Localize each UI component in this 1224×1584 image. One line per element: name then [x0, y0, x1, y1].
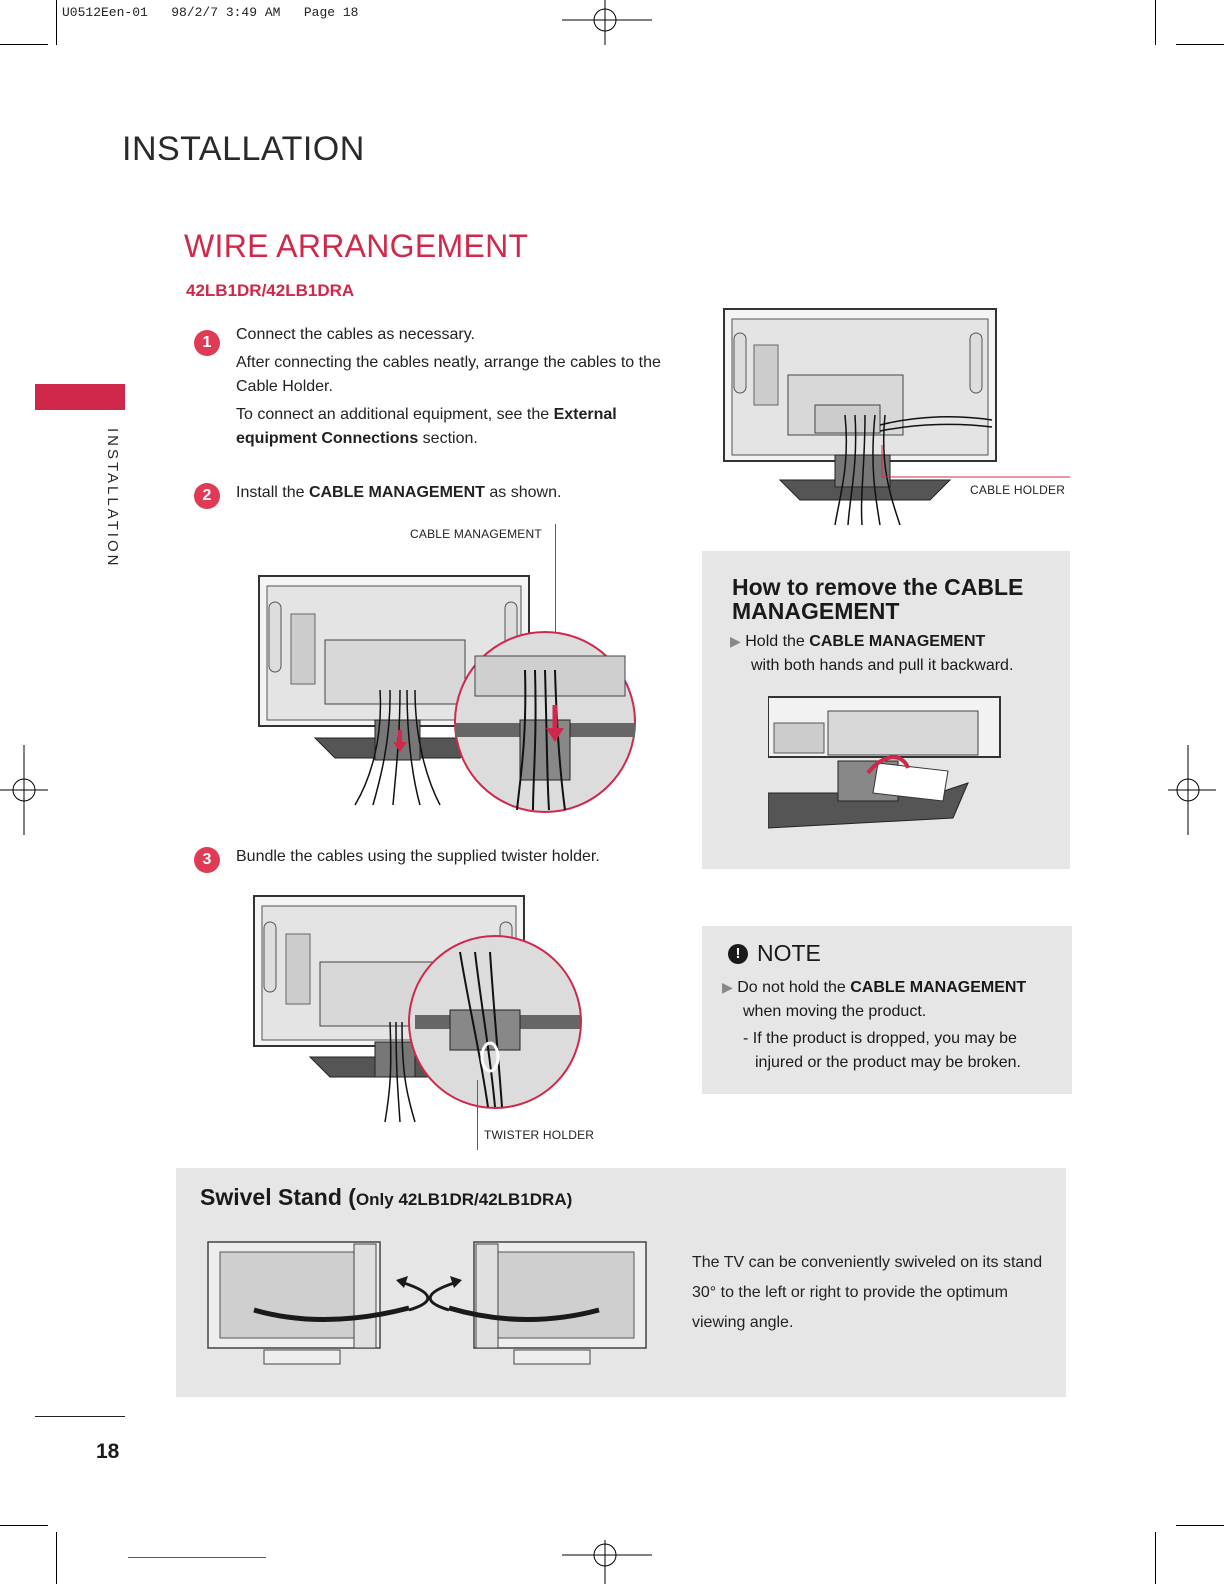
footer-rule [35, 1416, 125, 1417]
step-1-text: Connect the cables as necessary. After c… [236, 323, 686, 451]
footer-link-underline [128, 1557, 266, 1558]
step-2-text: Install the CABLE MANAGEMENT as shown. [236, 484, 562, 501]
cable-management-leader-line [555, 524, 556, 710]
note-title: NOTE [757, 940, 821, 966]
note-box: ! NOTE ▶ Do not hold the CABLE MANAGEMEN… [702, 926, 1072, 1094]
warning-icon: ! [728, 943, 748, 964]
step-1-extra: To connect an additional equipment, see … [236, 406, 617, 447]
side-tab-marker [35, 384, 125, 410]
note-text: ▶ Do not hold the CABLE MANAGEMENT when … [722, 979, 1027, 1071]
twister-holder-label: TWISTER HOLDER [484, 1128, 595, 1142]
swivel-stand-box: Swivel Stand (Only 42LB1DR/42LB1DRA) The… [176, 1168, 1066, 1397]
triangle-bullet-icon: ▶ [730, 633, 741, 649]
twister-holder-illustration [253, 895, 582, 1123]
registration-mark-bottom [562, 1540, 652, 1584]
swivel-stand-illustration [207, 1241, 647, 1365]
registration-mark-right [1168, 745, 1216, 835]
remove-cable-management-illustration [768, 696, 1001, 829]
swivel-stand-title: Swivel Stand (Only 42LB1DR/42LB1DRA) [200, 1184, 573, 1210]
page-number: 18 [96, 1440, 120, 1463]
step-2-badge: 2 [194, 483, 220, 509]
remove-box-instruction: ▶ Hold the CABLE MANAGEMENT with both ha… [730, 633, 1014, 674]
note-header: ! NOTE [728, 940, 821, 967]
step-1-line: After connecting the cables neatly, arra… [236, 354, 661, 371]
step-1-line: Connect the cables as necessary. [236, 326, 475, 343]
swivel-stand-description: The TV can be conveniently swiveled on i… [692, 1254, 1043, 1331]
cable-management-label: CABLE MANAGEMENT [410, 527, 542, 541]
section-title: INSTALLATION [122, 130, 365, 168]
remove-cable-management-box: How to remove the CABLE MANAGEMENT ▶ Hol… [702, 551, 1070, 869]
side-tab-label: INSTALLATION [104, 428, 121, 569]
model-number: 42LB1DR/42LB1DRA [186, 281, 355, 300]
twister-holder-leader-line [477, 1080, 478, 1150]
tv-back-cable-holder-illustration [723, 308, 1070, 526]
wire-arrangement-heading: WIRE ARRANGEMENT [184, 228, 529, 264]
print-header: U0512Een-01 98/2/7 3:49 AM Page 18 [62, 5, 359, 20]
triangle-bullet-icon: ▶ [722, 979, 733, 995]
registration-mark-left [0, 745, 48, 835]
step-1-line: Cable Holder. [236, 378, 333, 395]
registration-mark-top [562, 0, 652, 45]
cable-management-illustration [258, 575, 636, 813]
step-3-badge: 3 [194, 847, 220, 873]
remove-box-title: How to remove the CABLE MANAGEMENT [732, 574, 1024, 624]
step-1-badge: 1 [194, 330, 220, 356]
step-3-text: Bundle the cables using the supplied twi… [236, 848, 600, 865]
cable-holder-label: CABLE HOLDER [970, 483, 1066, 497]
